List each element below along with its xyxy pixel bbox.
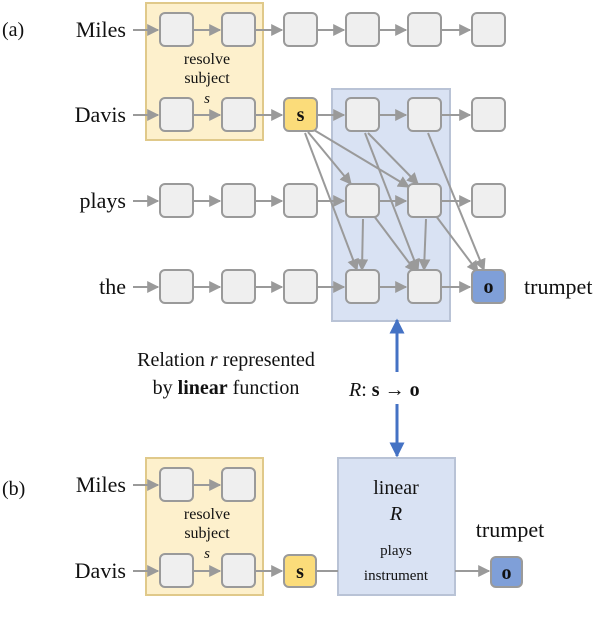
relation-text-line2: by linear function bbox=[153, 377, 300, 399]
resolve-label-b-2: subject bbox=[184, 525, 230, 542]
subject-node-a: s bbox=[283, 97, 318, 132]
subject-node-b: s bbox=[283, 554, 317, 588]
subject-var-b: s bbox=[204, 546, 210, 562]
edges-b bbox=[133, 479, 491, 577]
panel-a-marker: (a) bbox=[2, 19, 24, 41]
linear-box-var: R bbox=[389, 503, 402, 525]
relation-formula: R: s → o bbox=[348, 379, 420, 401]
object-node-b: o bbox=[490, 556, 523, 588]
horizontal-edges-a bbox=[133, 24, 472, 293]
subject-var-a: s bbox=[204, 91, 210, 107]
nodes-row-davis-a bbox=[159, 97, 506, 132]
token-the-a: the bbox=[99, 274, 126, 299]
resolve-label-a-1: resolve bbox=[184, 51, 230, 68]
panel-b-marker: (b) bbox=[2, 478, 25, 500]
svg-text:o: o bbox=[484, 276, 494, 298]
formula-backdrop bbox=[345, 372, 445, 404]
token-miles-a: Miles bbox=[76, 17, 126, 42]
resolve-label-b-1: resolve bbox=[184, 506, 230, 523]
svg-text:s: s bbox=[296, 561, 304, 583]
object-node-a: o bbox=[471, 269, 506, 304]
resolve-label-a-2: subject bbox=[184, 70, 230, 87]
relation-text-line1: Relation r represented bbox=[137, 349, 315, 371]
linear-box-b bbox=[337, 457, 456, 596]
nodes-row-the-a bbox=[159, 269, 442, 304]
token-miles-b: Miles bbox=[76, 472, 126, 497]
object-word-b: trumpet bbox=[476, 517, 544, 542]
svg-text:s: s bbox=[297, 104, 305, 126]
token-davis-b: Davis bbox=[75, 558, 126, 583]
token-davis-a: Davis bbox=[75, 102, 126, 127]
nodes-row-plays-a bbox=[159, 183, 506, 218]
svg-text:o: o bbox=[502, 562, 512, 584]
nodes-b bbox=[159, 467, 256, 588]
linear-box-desc-2: instrument bbox=[364, 568, 429, 584]
nodes-row-miles-a bbox=[159, 12, 506, 47]
linear-box-title: linear bbox=[373, 477, 419, 499]
linear-box-desc-1: plays bbox=[380, 543, 412, 559]
token-plays-a: plays bbox=[80, 188, 126, 213]
object-word-a: trumpet bbox=[524, 274, 592, 299]
diagonal-edges-a bbox=[304, 129, 486, 273]
